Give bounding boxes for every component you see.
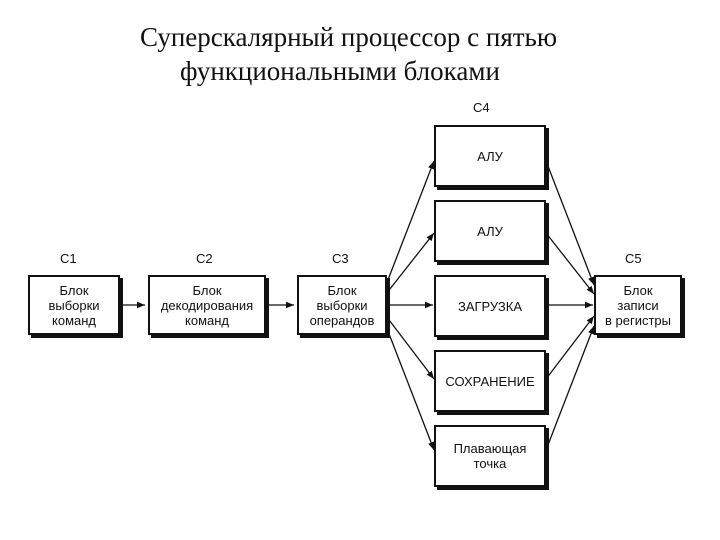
arrow-operand-to-alu1 [385, 160, 435, 286]
block-alu-1: АЛУ [434, 125, 546, 187]
block-label-line: записи [617, 297, 659, 313]
title-line-1: Суперскалярный процессор с пятью [140, 22, 558, 52]
arrow-fpu-to-writeback [545, 325, 595, 451]
arrow-operand-to-fpu [385, 325, 435, 451]
stage-label-c2: С2 [196, 251, 213, 266]
arrow-alu2-to-writeback [545, 232, 595, 295]
block-label-line: выборки [316, 297, 368, 313]
block-load: ЗАГРУЗКА [434, 275, 546, 337]
block-label-line: команд [185, 312, 229, 328]
block-operand-fetch: Блок выборки операндов [297, 275, 387, 335]
block-register-writeback: Блок записи в регистры [594, 275, 682, 335]
block-label-line: выборки [48, 297, 100, 313]
block-label-line: Блок [623, 282, 653, 298]
stage-label-c5: С5 [625, 251, 642, 266]
arrow-alu1-to-writeback [545, 160, 595, 286]
block-instruction-fetch: Блок выборки команд [28, 275, 120, 335]
block-label-line: операндов [309, 312, 375, 328]
block-alu-2: АЛУ [434, 200, 546, 262]
block-label-line: АЛУ [477, 148, 503, 164]
arrow-operand-to-store [385, 315, 435, 380]
block-label-line: АЛУ [477, 223, 503, 239]
block-label-line: СОХРАНЕНИЕ [445, 373, 535, 389]
block-floating-point: Плавающая точка [434, 425, 546, 487]
block-label-line: ЗАГРУЗКА [457, 298, 523, 314]
arrow-store-to-writeback [545, 315, 595, 380]
block-label-line: команд [52, 312, 96, 328]
block-label-line: Блок [327, 282, 357, 298]
stage-label-c4: С4 [473, 100, 490, 115]
block-instruction-decode: Блок декодирования команд [148, 275, 266, 335]
stage-label-c3: С3 [332, 251, 349, 266]
arrow-operand-to-alu2 [385, 232, 435, 295]
block-label-line: Блок [59, 282, 89, 298]
block-store: СОХРАНЕНИЕ [434, 350, 546, 412]
block-label-line: декодирования [160, 297, 254, 313]
diagram-title: Суперскалярный процессор с пятью функцио… [120, 20, 640, 88]
block-label-line: в регистры [604, 312, 671, 328]
title-line-2: функциональными блоками [180, 56, 500, 86]
block-label-line: Блок [192, 282, 222, 298]
block-label-line: точка [473, 456, 507, 471]
stage-label-c1: С1 [60, 251, 77, 266]
block-label-line: Плавающая [453, 441, 527, 456]
